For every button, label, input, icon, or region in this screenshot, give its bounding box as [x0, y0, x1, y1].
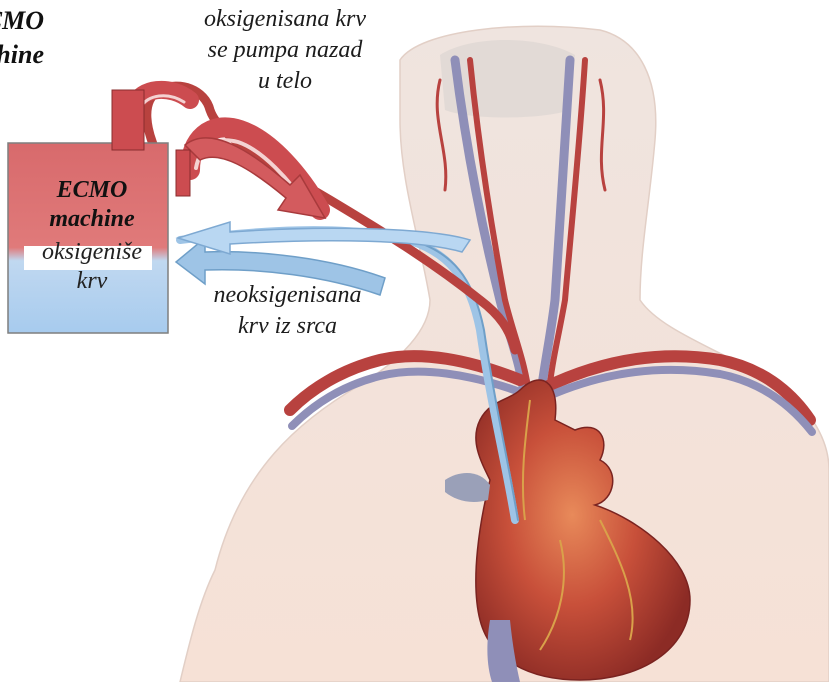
- deoxygenated-blood-label: neoksigenisana krv iz srca: [180, 280, 395, 342]
- corner-title-line1: ECMO: [0, 4, 44, 38]
- machine-function-line2: krv: [18, 267, 166, 296]
- machine-name-line2: machine: [18, 205, 166, 234]
- machine-name-label: ECMO machine: [18, 176, 166, 234]
- deoxygenated-label-line2: krv iz srca: [180, 311, 395, 342]
- oxygenated-label-line1: oksigenisana krv: [170, 4, 400, 35]
- machine-name-line1: ECMO: [18, 176, 166, 205]
- machine-function-line1: oksigeniše: [18, 238, 166, 267]
- corner-title: ECMO machine: [0, 4, 44, 72]
- oxygenated-label-line2: se pumpa nazad: [170, 35, 400, 66]
- oxygenated-label-line3: u telo: [170, 66, 400, 97]
- deoxygenated-label-line1: neoksigenisana: [180, 280, 395, 311]
- machine-function-label: oksigeniše krv: [18, 238, 166, 296]
- corner-title-line2: machine: [0, 38, 44, 72]
- oxygenated-blood-label: oksigenisana krv se pumpa nazad u telo: [170, 4, 400, 97]
